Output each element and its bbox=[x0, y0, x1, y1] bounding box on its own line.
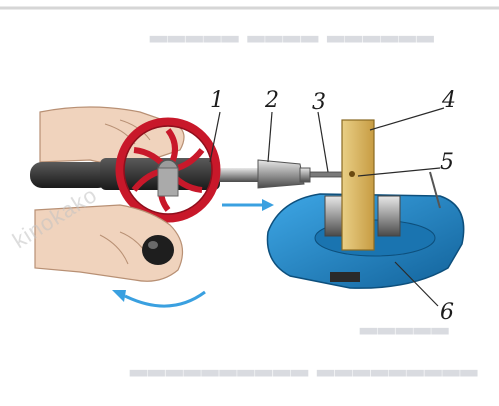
workpiece-board bbox=[342, 120, 374, 250]
label-5: 5 bbox=[440, 150, 454, 175]
label-3: 3 bbox=[312, 90, 326, 115]
drill-chuck bbox=[258, 160, 304, 188]
crank-knob bbox=[142, 235, 174, 265]
label-2: 2 bbox=[265, 88, 279, 113]
back-hand bbox=[40, 107, 184, 164]
label-4: 4 bbox=[442, 88, 456, 113]
leader-line-4 bbox=[370, 108, 444, 130]
rotate-arrow-icon bbox=[112, 290, 205, 306]
label-6: 6 bbox=[440, 300, 454, 325]
leader-line-3 bbox=[318, 112, 328, 172]
drill-shaft bbox=[215, 168, 260, 182]
label-1: 1 bbox=[210, 88, 224, 113]
rear-handle bbox=[30, 162, 110, 188]
arrow-right-icon bbox=[222, 199, 274, 211]
leader-line-2 bbox=[268, 112, 272, 162]
vise-jaw-right bbox=[378, 196, 400, 236]
